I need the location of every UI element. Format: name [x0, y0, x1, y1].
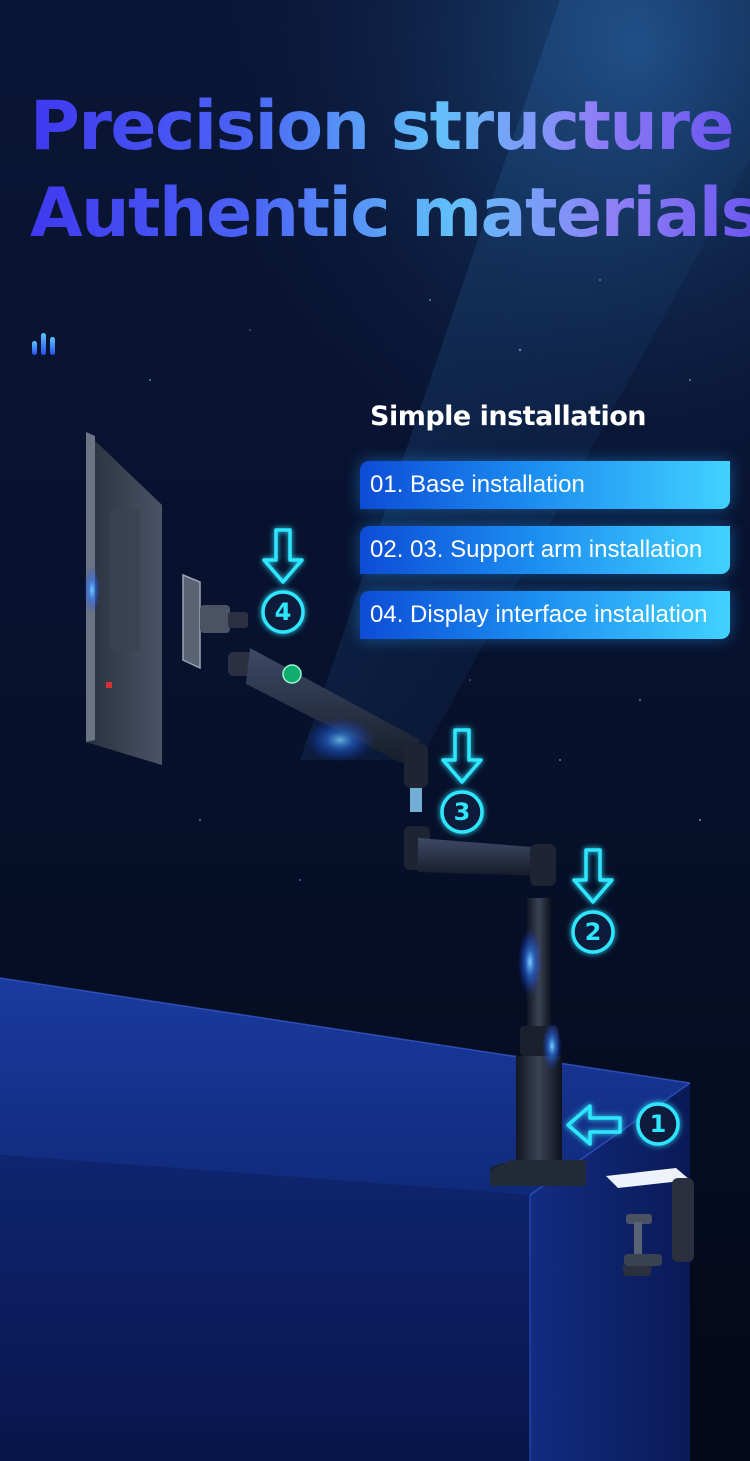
step-3-callout: [440, 728, 484, 834]
step-pill-base-installation: 01. Base installation: [360, 461, 730, 509]
vesa-mount: [182, 573, 248, 670]
bars-icon: [32, 333, 64, 355]
headline-line-1: Precision structure: [30, 87, 735, 166]
step-1-callout: [566, 1102, 680, 1146]
callout-number-1: 1: [650, 1110, 667, 1138]
arrow-down-icon: [572, 848, 614, 904]
callout-number-3: 3: [454, 798, 471, 826]
desk-clamp: [606, 1168, 694, 1276]
step-2-callout: [571, 848, 615, 954]
support-arm: [404, 826, 556, 886]
gas-spring-arm: [228, 648, 428, 812]
step-pill-support-arm-installation: 02. 03. Support arm installation: [360, 526, 730, 574]
arrow-down-icon: [262, 528, 304, 584]
step-pill-display-interface-installation: 04. Display interface installation: [360, 591, 730, 639]
arrow-left-icon: [566, 1104, 622, 1146]
installation-heading: Simple installation: [370, 401, 646, 432]
pole: [490, 898, 586, 1186]
step-4-callout: [261, 528, 305, 634]
callout-number-4: 4: [275, 598, 292, 626]
arrow-down-icon: [441, 728, 483, 784]
callout-number-2: 2: [585, 918, 602, 946]
monitor: [84, 432, 162, 765]
headline-line-2: Authentic materials: [30, 173, 750, 255]
